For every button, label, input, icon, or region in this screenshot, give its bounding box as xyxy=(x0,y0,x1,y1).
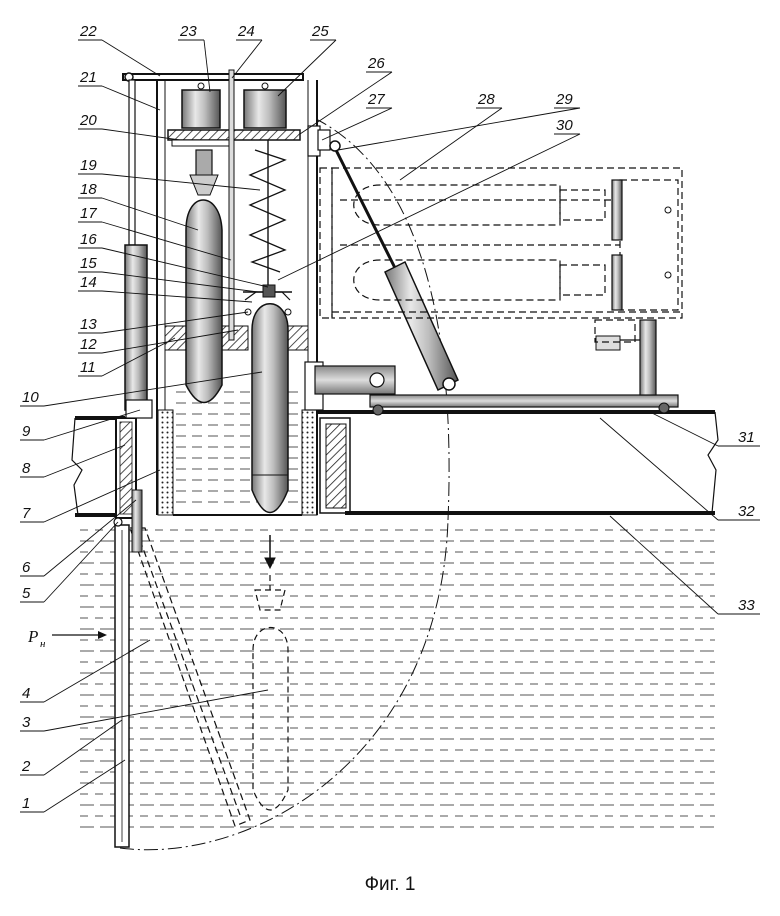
stored-torpedo xyxy=(186,150,222,403)
callout-leader-4 xyxy=(44,640,150,702)
callout-number-24: 24 xyxy=(237,23,255,40)
callout-leader-32 xyxy=(600,418,718,520)
water-body xyxy=(80,530,715,827)
callout-leader-1 xyxy=(44,760,125,812)
callout-leader-5 xyxy=(44,522,118,602)
callout-number-23: 23 xyxy=(179,23,197,40)
callout-number-7: 7 xyxy=(22,505,31,522)
callout-number-30: 30 xyxy=(556,117,573,134)
callout-number-11: 11 xyxy=(80,359,96,376)
callout-leader-28 xyxy=(400,108,502,180)
ghost-torpedo xyxy=(253,575,288,810)
callout-number-1: 1 xyxy=(22,795,30,812)
callout-number-31: 31 xyxy=(738,429,755,446)
callout-number-18: 18 xyxy=(80,181,97,198)
callout-number-16: 16 xyxy=(80,231,97,248)
launching-torpedo xyxy=(243,285,292,568)
left-cylinder xyxy=(125,80,152,418)
callout-leader-18 xyxy=(102,198,198,230)
callout-number-27: 27 xyxy=(367,91,385,108)
torpedo-magazine xyxy=(320,168,682,342)
callout-number-15: 15 xyxy=(80,255,97,272)
callout-leader-10 xyxy=(44,372,262,406)
callout-number-32: 32 xyxy=(738,503,755,520)
callout-leader-22 xyxy=(102,40,160,76)
callout-number-13: 13 xyxy=(80,316,97,333)
callout-leader-29 xyxy=(338,108,580,150)
callout-number-20: 20 xyxy=(79,112,97,129)
callout-number-2: 2 xyxy=(21,758,31,775)
pressure-label: P xyxy=(27,627,38,646)
callout-leader-27 xyxy=(322,108,392,140)
callout-number-29: 29 xyxy=(555,91,573,108)
callout-number-25: 25 xyxy=(311,23,329,40)
callout-number-28: 28 xyxy=(477,91,495,108)
callout-leader-24 xyxy=(232,40,262,78)
callout-leader-23 xyxy=(204,40,210,92)
callout-leader-31 xyxy=(650,412,718,446)
callout-number-4: 4 xyxy=(22,685,30,702)
callout-number-9: 9 xyxy=(22,423,31,440)
callout-leader-8 xyxy=(44,445,125,477)
callout-leader-30 xyxy=(278,134,580,280)
callout-number-5: 5 xyxy=(22,585,31,602)
callout-number-6: 6 xyxy=(22,559,31,576)
callout-number-3: 3 xyxy=(22,714,31,731)
callout-leader-19 xyxy=(102,174,260,190)
magazine-fittings xyxy=(612,180,671,310)
figure-caption: Фиг. 1 xyxy=(0,874,780,896)
pressure-indicator: P н xyxy=(27,627,107,650)
callout-number-22: 22 xyxy=(79,23,97,40)
pressure-subscript: н xyxy=(40,638,46,650)
callout-leader-3 xyxy=(44,690,268,731)
callout-number-10: 10 xyxy=(22,389,39,406)
callout-number-17: 17 xyxy=(80,205,97,222)
callout-number-19: 19 xyxy=(80,157,97,174)
callout-number-12: 12 xyxy=(80,336,97,353)
callout-number-14: 14 xyxy=(80,274,97,291)
callout-leader-25 xyxy=(278,40,336,96)
callout-number-26: 26 xyxy=(367,55,385,72)
callout-number-8: 8 xyxy=(22,460,31,477)
callout-number-33: 33 xyxy=(738,597,755,614)
callout-number-21: 21 xyxy=(79,69,97,86)
callout-leader-33 xyxy=(610,516,718,614)
lift-cylinder xyxy=(330,141,458,390)
